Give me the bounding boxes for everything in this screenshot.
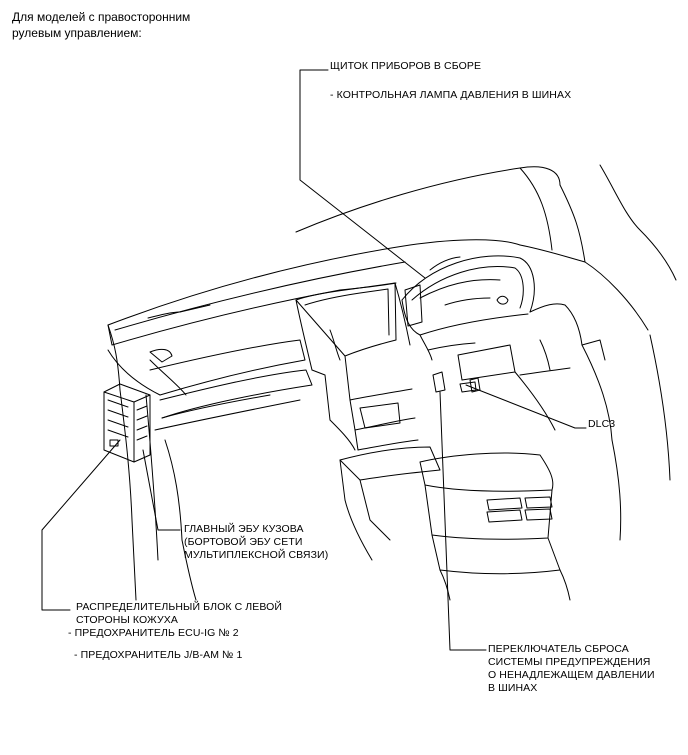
label-instrument-cluster: ЩИТОК ПРИБОРОВ В СБОРЕ [330, 60, 482, 72]
windshield-outline [295, 164, 677, 331]
instrument-cluster-drawing [401, 255, 535, 361]
label-dlc3: DLC3 [588, 418, 616, 430]
label-tire-pressure-lamp: - КОНТРОЛЬНАЯ ЛАМПА ДАВЛЕНИЯ В ШИНАХ [330, 89, 572, 101]
label-fuse-ecu-ig2: - ПРЕДОХРАНИТЕЛЬ ECU-IG № 2 [68, 627, 239, 639]
center-console [339, 446, 571, 601]
leader-cluster [299, 69, 426, 279]
label-body-ecu-3: МУЛЬТИПЛЕКСНОЙ СВЯЗИ) [184, 549, 329, 561]
leader-body-ecu [142, 449, 181, 531]
label-reset-switch-1: ПЕРЕКЛЮЧАТЕЛЬ СБРОСА [488, 643, 629, 655]
label-reset-switch-3: О НЕНАДЛЕЖАЩЕМ ДАВЛЕНИИ [488, 669, 655, 681]
header-line-2: рулевым управлением: [12, 26, 142, 40]
label-fuse-jb-am1: - ПРЕДОХРАНИТЕЛЬ J/B-AM № 1 [74, 649, 243, 661]
label-reset-switch-2: СИСТЕМЫ ПРЕДУПРЕЖДЕНИЯ [488, 656, 651, 668]
label-body-ecu-1: ГЛАВНЫЙ ЭБУ КУЗОВА [184, 523, 304, 535]
label-body-ecu-2: (БОРТОВОЙ ЭБУ СЕТИ [184, 536, 303, 548]
header-line-1: Для моделей с правосторонним [12, 10, 191, 24]
label-junction-block-2: СТОРОНЫ КОЖУХА [76, 614, 179, 626]
leader-junction-block [41, 439, 121, 611]
leader-lines [41, 69, 587, 651]
leader-reset-switch [439, 391, 487, 651]
junction-block-drawing [103, 383, 151, 463]
label-reset-switch-4: В ШИНАХ [488, 682, 538, 694]
left-door-outline [107, 324, 161, 601]
driver-dash-area [427, 303, 671, 541]
label-junction-block-1: РАСПРЕДЕЛИТЕЛЬНЫЙ БЛОК С ЛЕВОЙ [76, 601, 283, 613]
center-stack [295, 282, 419, 451]
leader-dlc3 [465, 384, 587, 429]
glovebox-panel [149, 339, 313, 601]
